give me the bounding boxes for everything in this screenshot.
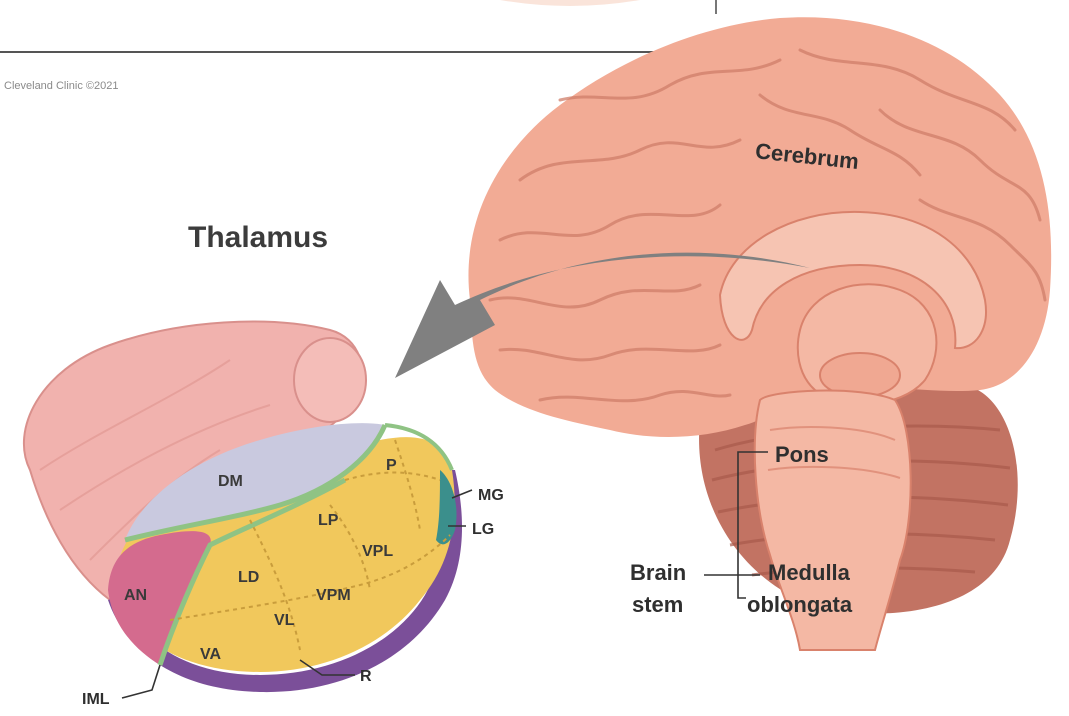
brain-stem-label-1: Brain bbox=[630, 560, 686, 585]
label-lg: LG bbox=[472, 521, 494, 538]
nucleus-vl: VL bbox=[274, 612, 295, 629]
credit-text: Cleveland Clinic ©2021 bbox=[4, 80, 119, 92]
pulvinar-bulge bbox=[294, 338, 366, 422]
label-iml: IML bbox=[82, 691, 110, 708]
top-fragment bbox=[500, 0, 640, 6]
nucleus-va: VA bbox=[200, 646, 221, 663]
nucleus-ld: LD bbox=[238, 569, 259, 586]
label-r: R bbox=[360, 668, 372, 685]
nucleus-an: AN bbox=[124, 587, 147, 604]
medulla-label-1: Medulla bbox=[768, 560, 851, 585]
nucleus-vpm: VPM bbox=[316, 587, 351, 604]
pons-label: Pons bbox=[775, 442, 829, 467]
medulla-label-2: oblongata bbox=[747, 592, 853, 617]
nucleus-lp: LP bbox=[318, 512, 339, 529]
brain-illustration bbox=[468, 17, 1051, 650]
cerebrum bbox=[468, 17, 1051, 437]
thalamus-title: Thalamus bbox=[188, 221, 328, 254]
nucleus-vpl: VPL bbox=[362, 543, 393, 560]
brain-stem-label-2: stem bbox=[632, 592, 683, 617]
iml-leader bbox=[122, 665, 160, 698]
label-mg: MG bbox=[478, 487, 504, 504]
nucleus-dm: DM bbox=[218, 473, 243, 490]
nucleus-p: P bbox=[386, 457, 397, 474]
